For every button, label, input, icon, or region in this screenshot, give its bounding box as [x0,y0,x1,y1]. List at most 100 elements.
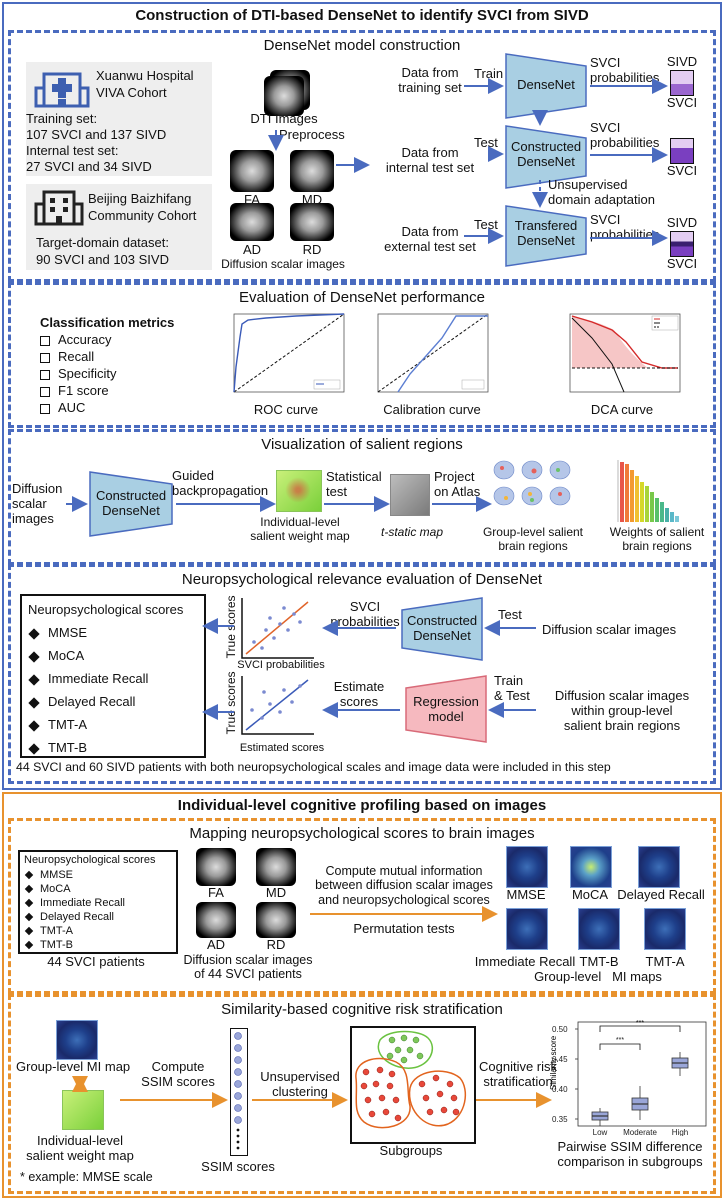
salient-weight-map-dots [282,476,314,504]
mi-label-tmta: TMT-A [645,954,685,969]
target-domain-label: Target-domain dataset: [36,235,169,250]
section3-title: Visualization of salient regions [261,436,463,453]
dca-label: DCA curve [590,402,654,417]
mi-label-mmse: MMSE [506,887,546,902]
preprocess-label: Preprocess [279,127,345,142]
constructed-densenet-block-s4 [401,597,483,661]
part2-frame [2,792,722,1198]
sivd-label-3: SIVD [666,215,698,230]
section3-arrows [66,496,492,512]
svci-prob-axis: SVCI probabilities [237,659,325,671]
s5-md-image [256,848,296,886]
section4-arrows [202,618,536,720]
section1-arrows [268,78,668,246]
hospital1-cohort: VIVA Cohort [96,85,167,100]
main-title: Construction of DTI-based DenseNet to id… [135,7,589,24]
transfered-densenet-block [505,205,587,267]
score-tmta: TMT-A [28,717,87,733]
metric-f1: F1 score [40,383,109,399]
score-immediate: Immediate Recall [28,671,148,687]
group-mi-label: Group-level MI maps [534,969,662,984]
xcat-high: High [672,1128,688,1136]
cohort2-box [26,184,212,270]
mi-label-tmtb: TMT-B [579,954,619,969]
mi-map-delayed [638,846,680,888]
ssim-scores-label: SSIM scores [201,1159,275,1174]
training-set-count: 107 SVCI and 137 SIVD [26,127,167,142]
score-tmtb: TMT-B [28,740,87,756]
mi-map-moca [570,846,612,888]
constructed-densenet-block [505,125,587,189]
metric-specificity: Specificity [40,366,117,382]
ssim-vector-dots [234,1032,242,1150]
test-s4-label: Test [498,607,522,622]
part1-frame [2,2,722,790]
score-delayed: Delayed Recall [28,694,135,710]
train-test-label: Train& Test [494,673,530,703]
section-neuro-relevance [8,564,716,784]
section1-title: DenseNet model construction [263,37,461,54]
dti-label: DTI Images [250,111,318,126]
prob-bar-3 [670,231,694,257]
s5-fa-image [196,848,236,886]
metrics-title: Classification metrics [40,315,175,330]
subgroups-label: Subgroups [379,1143,443,1158]
s6-group-mi-map [56,1020,98,1060]
t-static-label: t-static map [380,525,443,539]
svci-label-2: SVCI [666,163,698,178]
ad-image [230,203,274,241]
internal-test-label: Internal test set: [26,143,119,158]
section-mapping [8,818,716,994]
ytick-040: 0.40 [552,1085,568,1094]
s5-rd-image [256,902,296,938]
s5-fa-label: FA [208,885,224,900]
section5-arrows [310,906,498,922]
s5-score-moca: MoCA [24,883,71,896]
mi-label-moca: MoCA [571,887,609,902]
metric-auc: AUC [40,400,85,416]
s5-score-tmtb: TMT-B [24,939,73,952]
s5-ad-label: AD [206,937,226,952]
score-mmse: MMSE [28,625,87,641]
roc-label: ROC curve [253,402,319,417]
roc-curve-plot [233,313,345,393]
section6-title: Similarity-based cognitive risk stratifi… [221,1001,503,1018]
sim-axis-label: Similarity score [549,1035,558,1090]
hospital2-name: Beijing Baizhifang [88,191,192,206]
dca-curve-plot [569,313,681,393]
permutation-label: Permutation tests [353,921,455,936]
prob-bar-2 [670,138,694,164]
sivd-label-1: SIVD [666,54,698,69]
densenet-label: DenseNet [517,77,575,92]
dti-image-stack [264,76,304,116]
section-model-construction [8,30,716,282]
s6-group-mi-label: Group-level MI map [16,1059,131,1074]
internal-test-count: 27 SVCI and 34 SIVD [26,159,152,174]
calibration-label: Calibration curve [383,402,481,417]
md-image [290,150,334,192]
section4-title: Neuropsychological relevance evaluation … [181,571,543,588]
hospital-icon [34,72,90,108]
section2-title: Evaluation of DenseNet performance [239,289,485,306]
subgroups-clusters [355,1030,467,1129]
svci-label-1: SVCI [666,95,698,110]
target-domain-count: 90 SVCI and 103 SIVD [36,252,169,267]
xcat-moderate: Moderate [623,1128,657,1136]
s5-score-mmse: MMSE [24,869,73,882]
s5-score-delayed: Delayed Recall [24,911,114,924]
scatter-svci-prob [241,598,314,659]
